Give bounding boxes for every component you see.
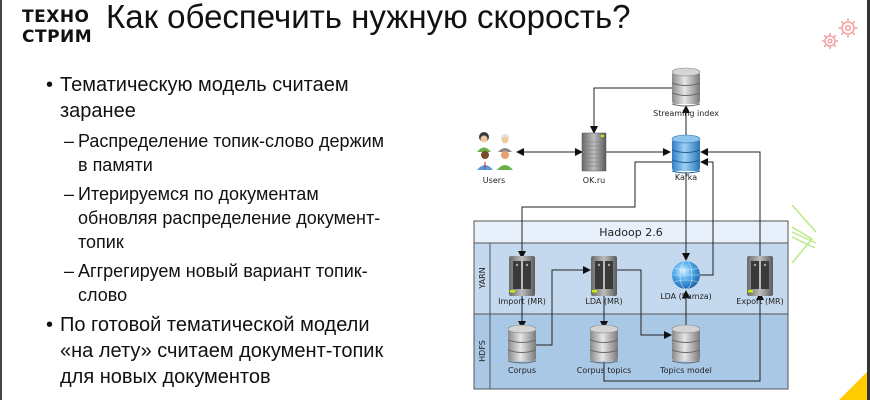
- gears-icon: [821, 18, 858, 50]
- slide-left-border: [0, 0, 2, 400]
- edge-kafka-import: [518, 161, 672, 259]
- bullet-list: Тематическую модель считаем заранее – Ра…: [46, 72, 446, 395]
- corner-triangle: [839, 372, 867, 400]
- bullet-line: По готовой тематической модели: [60, 314, 370, 336]
- bullet-line: Распределение топик-слово держим: [78, 131, 385, 151]
- topics-model-label: Topics model: [659, 366, 712, 375]
- dash-marker: –: [64, 261, 75, 281]
- lda-mr-server-icon: [591, 256, 617, 296]
- edge-lda-topicsmodel: [617, 269, 672, 339]
- okru-label: OK.ru: [583, 176, 605, 185]
- dash-marker: –: [64, 131, 75, 151]
- corpus-topics-db-icon: [589, 324, 619, 364]
- bullet-line: обновляя распределение документ-: [78, 208, 381, 228]
- import-mr-label: Import (MR): [498, 297, 546, 306]
- export-mr-server-icon: [747, 256, 773, 296]
- slide-title: Как обеспечить нужную скорость?: [106, 0, 631, 35]
- corpus-topics-label: Corpus topics: [577, 366, 632, 375]
- edge-corpus-lda: [536, 266, 591, 346]
- bullet-line: Аггрегируем новый вариант топик-: [78, 261, 368, 281]
- cluster-title: Hadoop 2.6: [599, 226, 662, 239]
- edge-samza-kafka: [700, 158, 714, 276]
- sub-bullet-item: – Аггрегируем новый вариант топик- слово: [46, 259, 446, 307]
- logo-line-2: СТРИМ: [22, 27, 93, 47]
- corpus-db-icon: [507, 324, 537, 364]
- bullet-line: топик: [78, 232, 124, 252]
- edge-export-kafka: [700, 148, 761, 258]
- kafka-label: Kafka: [675, 173, 697, 182]
- okru-server-icon: [581, 132, 607, 172]
- lda-mr-label: LDA (MR): [585, 297, 622, 306]
- topics-model-db-icon: [671, 324, 701, 364]
- bullet-item: По готовой тематической модели «на лету»…: [46, 312, 446, 390]
- kafka-db-icon: [671, 134, 701, 174]
- yarn-lane-label: YARN: [478, 267, 487, 289]
- bullet-item: Тематическую модель считаем заранее: [46, 72, 446, 124]
- bullet-line: для новых документов: [60, 366, 271, 388]
- slide-right-border: [867, 0, 870, 400]
- logo: ТЕХНО СТРИМ: [22, 7, 92, 47]
- bullet-line: заранее: [60, 100, 136, 122]
- bullet-line: Итерируемся по документам: [78, 184, 319, 204]
- users-icon: [477, 132, 513, 170]
- sub-bullet-item: – Итерируемся по документам обновляя рас…: [46, 182, 446, 254]
- chevron-right-icon: [791, 205, 817, 264]
- edge-corpustopics-export: [603, 292, 764, 382]
- export-mr-label: Export (MR): [736, 297, 783, 306]
- lda-samza-label: LDA (Samza): [660, 292, 712, 301]
- logo-line-1: ТЕХНО: [22, 7, 90, 27]
- bullet-line: «на лету» считаем документ-топик: [60, 340, 384, 362]
- lda-samza-globe-icon: [672, 260, 700, 290]
- hdfs-lane-label: HDFS: [478, 340, 487, 362]
- import-mr-server-icon: [509, 256, 535, 296]
- bullet-line: в памяти: [78, 155, 153, 175]
- streaming-index-db-icon: [671, 67, 701, 107]
- bullet-line: слово: [78, 285, 128, 305]
- bullet-line: Тематическую модель считаем: [60, 74, 349, 96]
- connectors: [516, 87, 764, 382]
- users-label: Users: [483, 176, 505, 185]
- streaming-index-label: Streaming index: [653, 109, 719, 118]
- dash-marker: –: [64, 184, 75, 204]
- edge-index-okru: [590, 87, 672, 134]
- sub-bullet-item: – Распределение топик-слово держим в пам…: [46, 129, 446, 177]
- corpus-label: Corpus: [508, 366, 536, 375]
